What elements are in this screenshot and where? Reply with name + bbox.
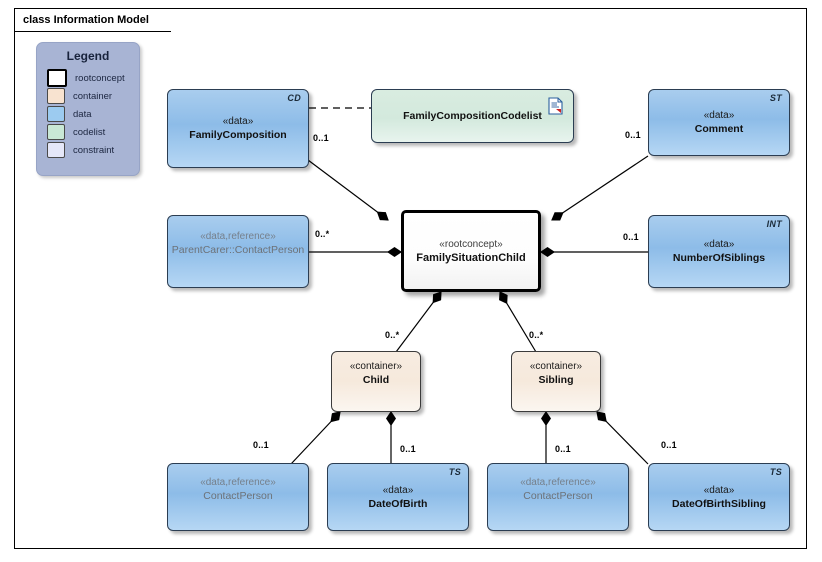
link-sibling-dateofbirthsibling <box>596 411 649 465</box>
link-child-contactperson <box>290 411 341 465</box>
document-icon <box>548 97 563 115</box>
multiplicity-sibling: 0..* <box>529 330 544 340</box>
legend-label-data: data <box>73 108 92 120</box>
comment-stereotype: «data» <box>703 110 735 121</box>
legend-title: Legend <box>66 49 110 63</box>
link-root-sibling <box>499 291 537 353</box>
multiplicity-parentcarer: 0..* <box>315 229 330 239</box>
dateofbirth-name: DateOfBirth <box>368 497 428 510</box>
multiplicity-child: 0..* <box>385 330 400 340</box>
tab-slant-decoration <box>154 9 171 32</box>
familycompositioncodelist-name: FamilyCompositionCodelist <box>403 110 542 122</box>
familysituationchild-stereotype: «rootconcept» <box>439 238 503 250</box>
multiplicity-sibling-contactperson: 0..1 <box>555 444 571 454</box>
legend-label-constraint: constraint <box>73 144 115 156</box>
class-dateofbirthsibling[interactable]: TS «data» DateOfBirthSibling <box>648 463 790 531</box>
sibling-contactperson-stereotype: «data,reference» <box>520 477 596 488</box>
dateofbirthsibling-name: DateOfBirthSibling <box>672 497 766 510</box>
frame-title-label: class Information Model <box>23 14 149 26</box>
class-familysituationchild[interactable]: «rootconcept» FamilySituationChild <box>401 210 541 292</box>
class-parentcarer-contactperson[interactable]: «data,reference» ParentCarer::ContactPer… <box>167 215 309 288</box>
familysituationchild-name: FamilySituationChild <box>416 251 526 264</box>
dateofbirth-stereotype: «data» <box>382 484 414 496</box>
rootconcept-swatch-icon <box>47 69 67 87</box>
legend-item-container: container <box>47 87 139 105</box>
multiplicity-numberofsiblings: 0..1 <box>623 232 639 242</box>
class-familycomposition[interactable]: CD «data» FamilyComposition <box>167 89 309 168</box>
familycomposition-stereotype: «data» <box>222 116 254 127</box>
multiplicity-dateofbirthsibling: 0..1 <box>661 440 677 450</box>
comment-name: Comment <box>694 123 744 135</box>
data-swatch-icon <box>47 106 65 122</box>
multiplicity-comment: 0..1 <box>625 130 641 140</box>
legend-label-codelist: codelist <box>73 126 106 138</box>
class-dateofbirth[interactable]: TS «data» DateOfBirth <box>327 463 469 531</box>
legend-label-rootconcept: rootconcept <box>75 72 125 84</box>
familycomposition-type-corner: CD <box>287 93 301 103</box>
class-familycompositioncodelist[interactable]: FamilyCompositionCodelist <box>371 89 574 143</box>
class-child[interactable]: «container» Child <box>331 351 421 412</box>
class-numberofsiblings[interactable]: INT «data» NumberOfSiblings <box>648 215 790 288</box>
legend-item-codelist: codelist <box>47 123 139 141</box>
sibling-stereotype: «container» <box>529 361 583 372</box>
class-sibling[interactable]: «container» Sibling <box>511 351 601 412</box>
codelist-swatch-icon <box>47 124 65 140</box>
multiplicity-familycomposition: 0..1 <box>313 133 329 143</box>
dateofbirthsibling-type-corner: TS <box>769 467 782 477</box>
frame-title-tab: class Information Model <box>14 8 171 32</box>
class-comment[interactable]: ST «data» Comment <box>648 89 790 156</box>
multiplicity-child-contactperson: 0..1 <box>253 440 269 450</box>
legend-panel: Legend rootconcept container data codeli… <box>36 42 140 176</box>
link-root-child <box>395 291 442 353</box>
legend-label-container: container <box>73 90 113 102</box>
link-root-familycomposition <box>307 159 389 221</box>
legend-item-data: data <box>47 105 139 123</box>
child-name: Child <box>362 374 390 386</box>
child-contactperson-name: ContactPerson <box>203 490 273 502</box>
numberofsiblings-name: NumberOfSiblings <box>672 252 766 264</box>
legend-item-constraint: constraint <box>47 141 139 159</box>
multiplicity-dateofbirth: 0..1 <box>400 444 416 454</box>
container-swatch-icon <box>47 88 65 104</box>
comment-type-corner: ST <box>769 93 782 103</box>
parentcarer-stereotype: «data,reference» <box>200 231 276 242</box>
class-sibling-contactperson[interactable]: «data,reference» ContactPerson <box>487 463 629 531</box>
dateofbirthsibling-stereotype: «data» <box>703 484 735 496</box>
sibling-contactperson-name: ContactPerson <box>523 490 593 502</box>
familycomposition-name: FamilyComposition <box>189 129 287 141</box>
numberofsiblings-type-corner: INT <box>766 219 782 229</box>
legend-item-rootconcept: rootconcept <box>47 69 139 87</box>
class-child-contactperson[interactable]: «data,reference» ContactPerson <box>167 463 309 531</box>
sibling-name: Sibling <box>538 374 574 386</box>
link-root-comment <box>551 155 649 221</box>
constraint-swatch-icon <box>47 142 65 158</box>
child-stereotype: «container» <box>349 361 403 372</box>
parentcarer-name: ParentCarer::ContactPerson <box>171 244 305 256</box>
numberofsiblings-stereotype: «data» <box>703 239 735 250</box>
child-contactperson-stereotype: «data,reference» <box>200 477 276 488</box>
dateofbirth-type-corner: TS <box>448 467 461 477</box>
